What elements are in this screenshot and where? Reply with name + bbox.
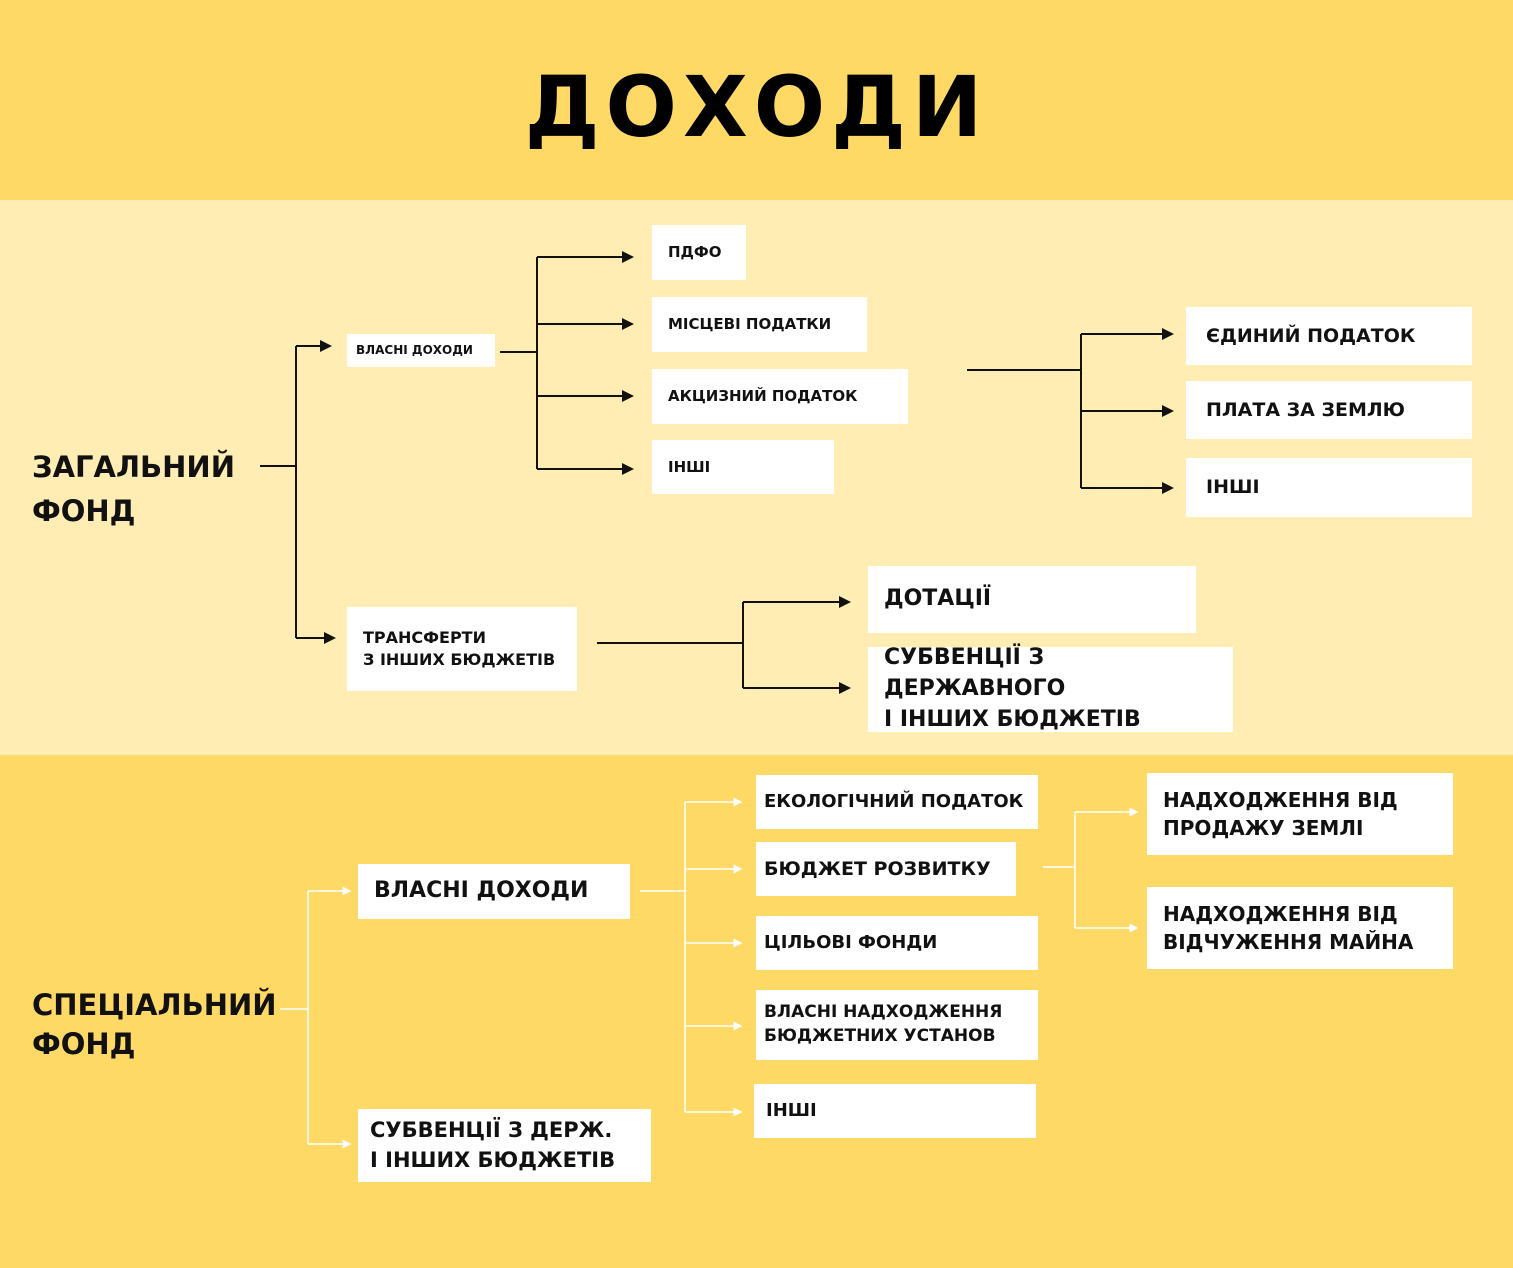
transfers-node: ТРАНСФЕРТИ З ІНШИХ БЮДЖЕТІВ — [347, 607, 577, 691]
property-alienation-node: НАДХОДЖЕННЯ ВІД ВІДЧУЖЕННЯ МАЙНА — [1147, 887, 1453, 969]
general-own-revenue-node: ВЛАСНІ ДОХОДИ — [347, 334, 495, 367]
special-own-revenue-node: ВЛАСНІ ДОХОДИ — [358, 864, 630, 919]
eco-tax-node: ЕКОЛОГІЧНИЙ ПОДАТОК — [756, 775, 1038, 829]
special-fund-connectors — [280, 797, 1139, 1149]
header-band — [0, 0, 1513, 200]
single-tax-node: ЄДИНИЙ ПОДАТОК — [1186, 307, 1472, 365]
land-fee-node: ПЛАТА ЗА ЗЕМЛЮ — [1186, 381, 1472, 439]
excise-tax-node: АКЦИЗНИЙ ПОДАТОК — [652, 369, 908, 424]
institution-revenue-node: ВЛАСНІ НАДХОДЖЕННЯ БЮДЖЕТНИХ УСТАНОВ — [756, 990, 1038, 1060]
page-title: ДОХОДИ — [524, 58, 989, 156]
local-taxes-node: МІСЦЕВІ ПОДАТКИ — [652, 297, 867, 352]
pdfo-node: ПДФО — [652, 225, 746, 280]
subventions-node: СУБВЕНЦІЇ З ДЕРЖАВНОГО І ІНШИХ БЮДЖЕТІВ — [868, 645, 1233, 732]
other-special-node: ІНШІ — [754, 1084, 1036, 1138]
general-fund-label: ЗАГАЛЬНИЙ ФОНД — [32, 450, 235, 528]
grants-node: ДОТАЦІЇ — [868, 566, 1196, 633]
other-own-node: ІНШІ — [652, 440, 834, 494]
development-budget-node: БЮДЖЕТ РОЗВИТКУ — [756, 842, 1016, 896]
special-subventions-node: СУБВЕНЦІЇ З ДЕРЖ. І ІНШИХ БЮДЖЕТІВ — [358, 1109, 651, 1182]
target-funds-node: ЦІЛЬОВІ ФОНДИ — [756, 916, 1038, 970]
land-sale-node: НАДХОДЖЕННЯ ВІД ПРОДАЖУ ЗЕМЛІ — [1147, 773, 1453, 855]
general-fund-connectors — [260, 251, 1174, 694]
other-local-taxes-node: ІНШІ — [1186, 458, 1472, 517]
special-fund-label: СПЕЦІАЛЬНИЙ ФОНД — [32, 988, 277, 1062]
